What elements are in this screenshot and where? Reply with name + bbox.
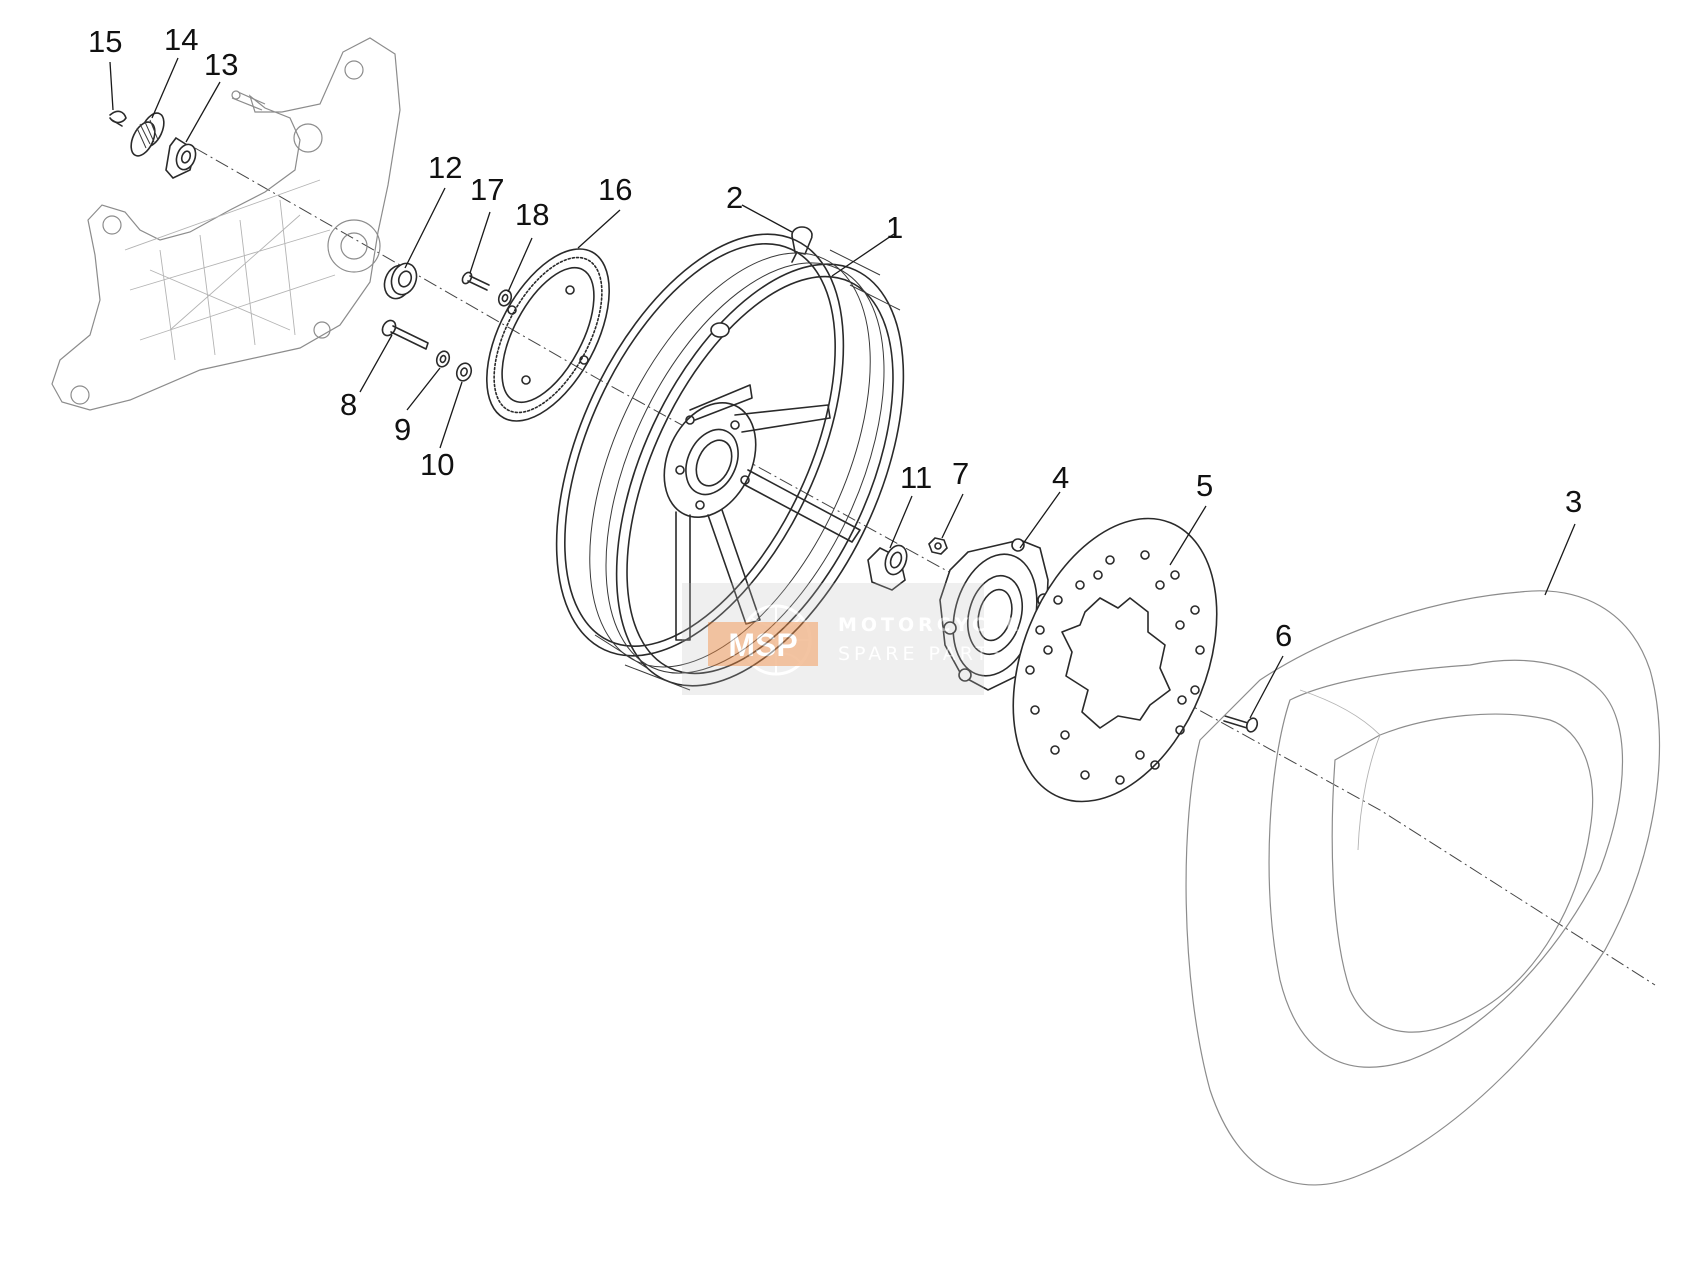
part-12-bearing	[383, 262, 418, 300]
part-5-brake-disc	[1012, 517, 1218, 803]
part-15-clip	[109, 110, 127, 127]
part-17-screw	[461, 271, 490, 291]
callout-18: 18	[515, 197, 549, 232]
callout-17: 17	[470, 172, 504, 207]
callout-6: 6	[1275, 618, 1292, 653]
callout-16: 16	[598, 172, 632, 207]
callout-8: 8	[340, 387, 357, 422]
part-16-tone-ring	[486, 248, 610, 422]
callout-5: 5	[1196, 468, 1213, 503]
part-13-bushing	[165, 136, 197, 179]
callout-4: 4	[1052, 460, 1069, 495]
part-10-washer	[455, 362, 473, 382]
watermark-line-2: SPARE PARTS	[838, 643, 1007, 665]
part-18-washer	[497, 289, 513, 307]
callout-7: 7	[952, 456, 969, 491]
leader-lines	[109, 57, 1576, 719]
watermark-logo: MSP	[728, 627, 797, 663]
part-9-washer	[435, 350, 451, 368]
callout-1: 1	[886, 210, 903, 245]
part-7-nut	[928, 537, 948, 555]
part-2-valve	[791, 226, 813, 263]
callout-15: 15	[88, 24, 122, 59]
watermark: MSP MOTORCYCLE SPARE PARTS	[682, 583, 1023, 695]
watermark-line-1: MOTORCYCLE	[838, 614, 1023, 636]
callout-2: 2	[726, 180, 743, 215]
callout-10: 10	[420, 447, 454, 482]
part-3-tyre	[1185, 590, 1661, 1186]
callout-13: 13	[204, 47, 238, 82]
callout-3: 3	[1565, 484, 1582, 519]
part-8-bolt	[381, 319, 429, 350]
swingarm-bracket	[51, 37, 401, 411]
assembly-axis-line	[194, 147, 1656, 986]
callout-11: 11	[900, 460, 932, 495]
part-6-screw	[1223, 715, 1259, 733]
part-14-needle-bearing	[130, 112, 165, 157]
part-11-spacer	[867, 544, 908, 591]
callout-14: 14	[164, 22, 198, 57]
callout-labels: 15 14 13 12 17 18 16 2 1 8 9 10 11 7 4 5…	[88, 22, 1582, 653]
callout-9: 9	[394, 412, 411, 447]
callout-12: 12	[428, 150, 462, 185]
part-1-wheel-rim	[555, 233, 905, 691]
